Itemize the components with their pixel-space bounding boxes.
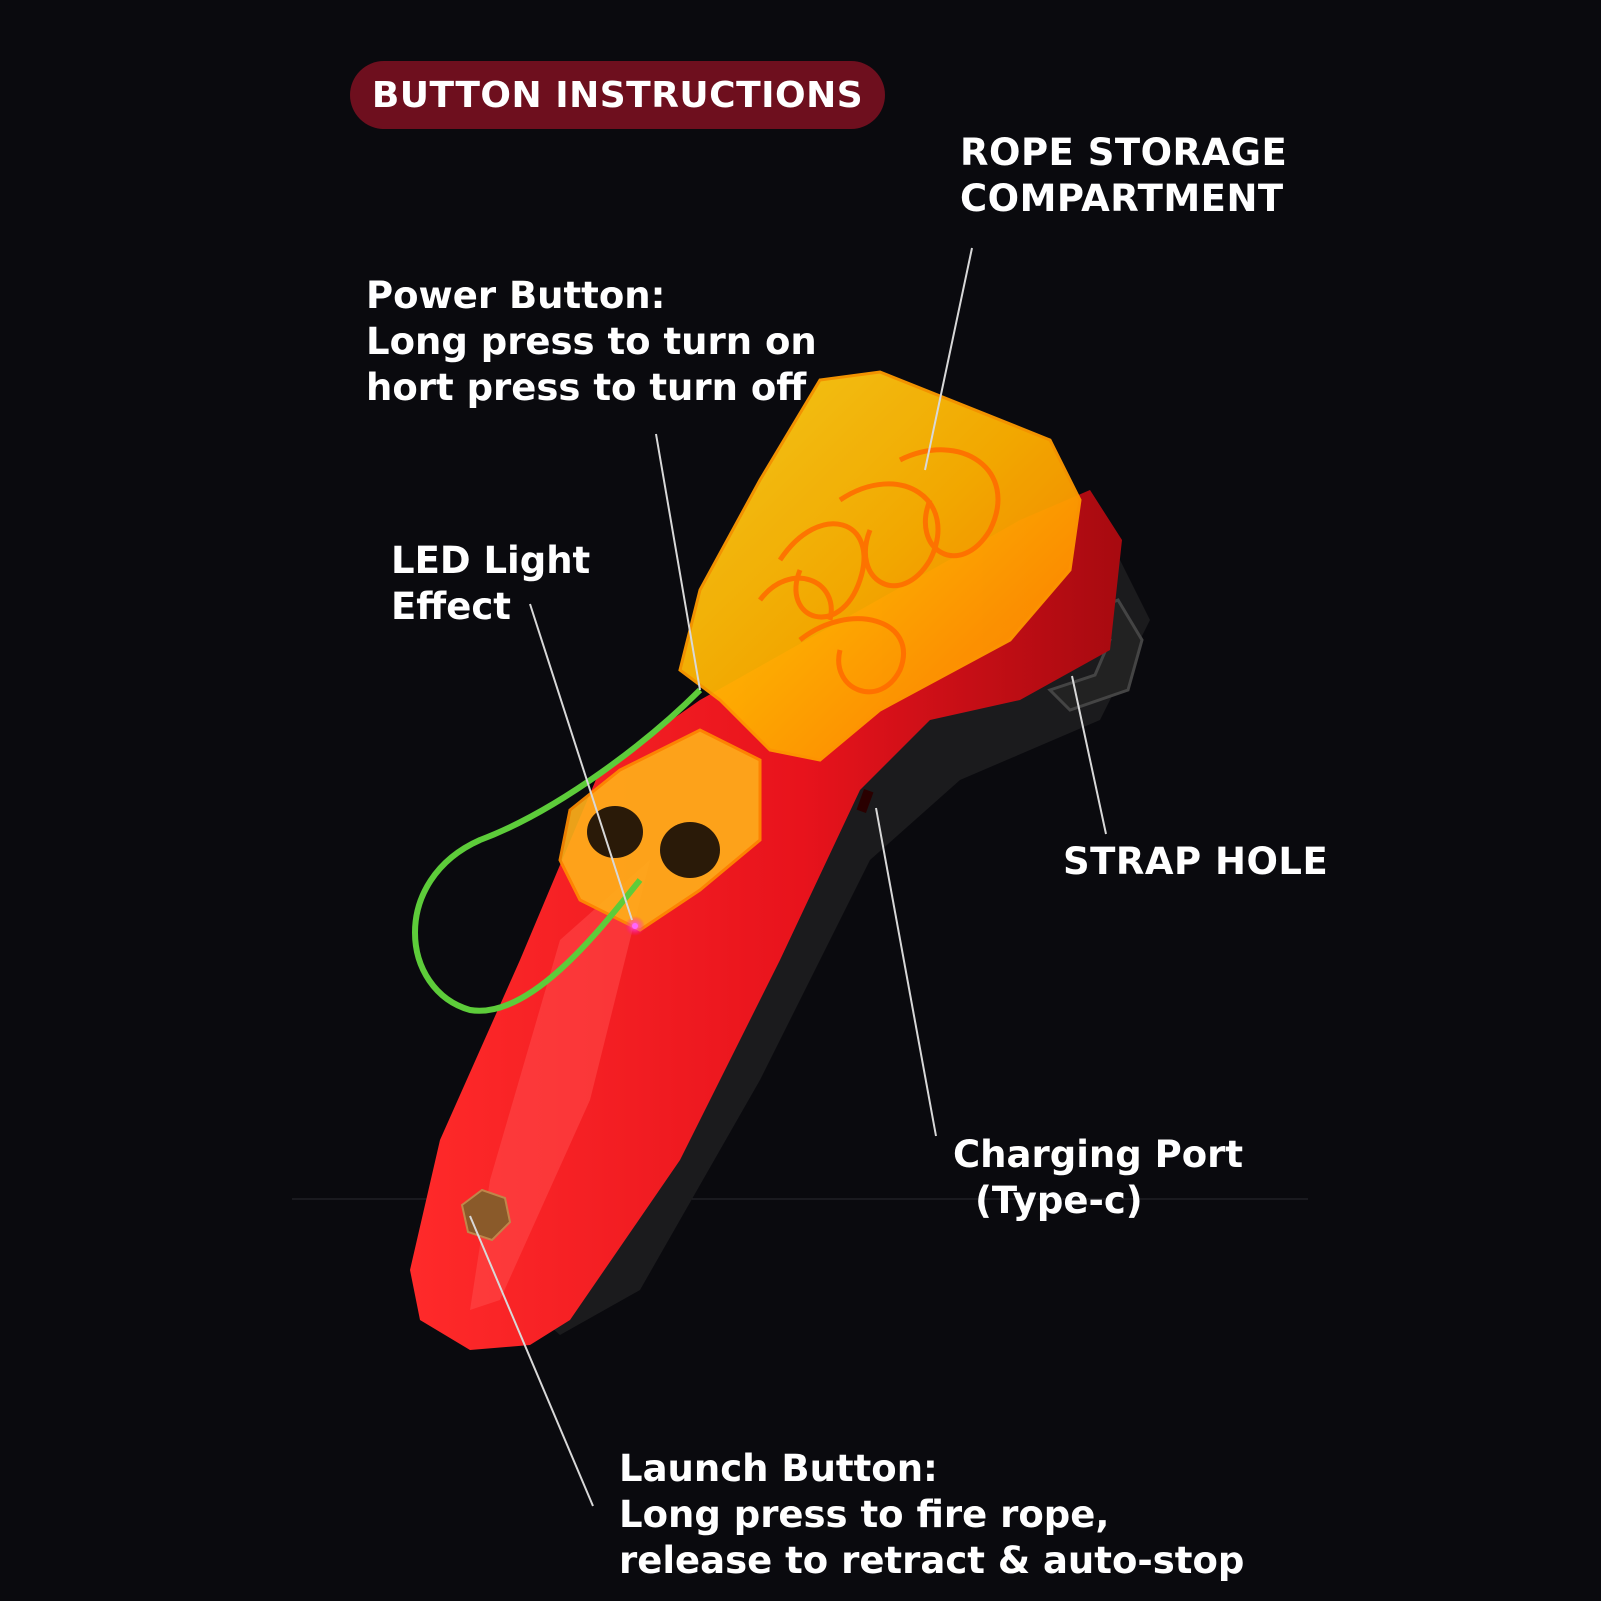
section-title: BUTTON INSTRUCTIONS <box>371 74 864 116</box>
section-title-pill: BUTTON INSTRUCTIONS <box>350 61 885 129</box>
charging-port <box>856 788 874 814</box>
callout-rope-storage-line-1: ROPE STORAGE <box>960 131 1288 174</box>
leader-led-light <box>529 603 633 921</box>
callout-led-light-line-1: LED Light <box>391 539 591 582</box>
callout-launch-button-line-3: release to retract & auto-stop <box>619 1539 1245 1582</box>
green-rope <box>412 687 703 1014</box>
callout-rope-storage: ROPE STORAGE COMPARTMENT <box>960 130 1287 222</box>
body-highlight <box>470 860 650 1310</box>
coiled-rope <box>758 447 1001 695</box>
callout-charging-port-line-1: Charging Port <box>953 1133 1244 1176</box>
callout-power-button-line-2: Long press to turn on <box>366 320 817 363</box>
callout-strap-hole-line-1: STRAP HOLE <box>1063 840 1329 883</box>
leader-rope-storage <box>924 247 973 471</box>
callout-power-button-line-1: Power Button: <box>366 274 666 317</box>
callout-rope-storage-line-2: COMPARTMENT <box>960 177 1284 220</box>
callout-led-light: LED Light Effect <box>391 538 590 630</box>
rope-storage-compartment <box>678 370 1082 762</box>
callout-power-button-line-3: hort press to turn off <box>366 366 807 409</box>
callout-launch-button-line-2: Long press to fire rope, <box>619 1493 1110 1536</box>
nozzle-housing <box>558 728 762 932</box>
callout-led-light-line-2: Effect <box>391 585 511 628</box>
callout-power-button: Power Button: Long press to turn on hort… <box>366 273 817 411</box>
nozzle-left <box>587 806 643 858</box>
led-dot <box>632 923 638 929</box>
callout-strap-hole: STRAP HOLE <box>1063 839 1328 885</box>
leader-charging-port <box>875 807 937 1137</box>
callout-launch-button-line-1: Launch Button: <box>619 1447 938 1490</box>
callout-launch-button: Launch Button: Long press to fire rope, … <box>619 1446 1244 1584</box>
handle-body <box>410 490 1122 1350</box>
leader-strap-hole <box>1071 675 1107 835</box>
leader-power-button <box>655 433 701 691</box>
callout-charging-port-line-2: (Type-c) <box>975 1179 1143 1222</box>
leader-launch-button <box>469 1215 594 1507</box>
nozzle-right <box>660 822 720 878</box>
callout-charging-port: Charging Port (Type-c) <box>953 1132 1243 1224</box>
